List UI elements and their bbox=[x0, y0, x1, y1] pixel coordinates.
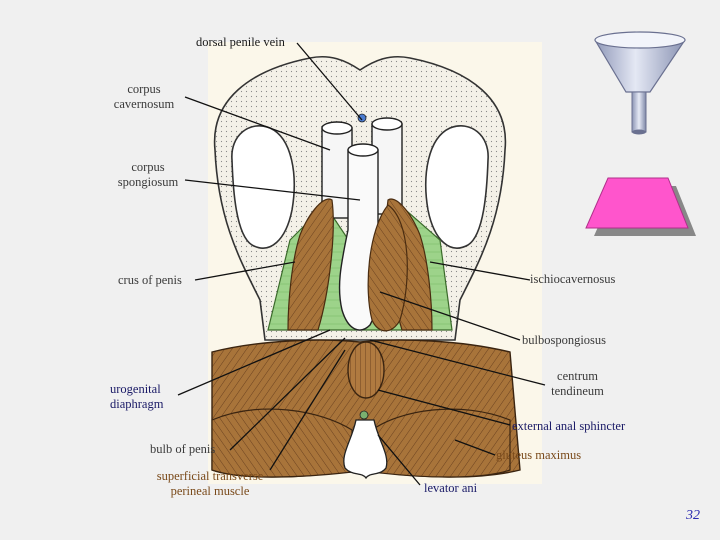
leader-urogenital-diaphragm bbox=[177, 329, 331, 396]
leader-centrum-tendineum bbox=[369, 339, 546, 386]
label-gluteus-maximus: gluteus maximus bbox=[496, 448, 582, 462]
leader-external-anal-sphincter bbox=[377, 389, 511, 426]
label-urogenital-diaphragm: urogenital diaphragm bbox=[110, 382, 164, 411]
anatomy-illustration bbox=[208, 42, 542, 484]
gluteus-maximus-shape bbox=[211, 408, 353, 478]
bulbospongiosus-muscle bbox=[367, 204, 408, 332]
left-obturator-foramen bbox=[231, 125, 295, 249]
label-external-anal-sphincter: external anal sphincter bbox=[512, 419, 626, 433]
leader-crus-of-penis bbox=[194, 261, 296, 281]
leader-bulbospongiosus bbox=[379, 291, 521, 341]
label-ischiocavernosus: ischiocavernosus bbox=[530, 272, 616, 286]
label-corpus-cavernosum: corpus cavernosum bbox=[113, 82, 175, 111]
label-bulbospongiosus: bulbospongiosus bbox=[522, 333, 607, 347]
label-levator-ani: levator ani bbox=[424, 481, 478, 495]
label-bulb-of-penis: bulb of penis bbox=[150, 442, 216, 456]
right-obturator-foramen bbox=[425, 125, 489, 249]
page-number: 32 bbox=[686, 508, 700, 523]
centrum-tendineum-shape bbox=[347, 341, 385, 399]
label-corpus-spongiosum: corpus spongiosum bbox=[117, 160, 179, 189]
label-superficial-transverse-perineal-muscle: superficial transverse perineal muscle bbox=[156, 469, 264, 498]
leader-gluteus-maximus bbox=[454, 439, 496, 456]
leader-superficial-transverse bbox=[269, 349, 346, 471]
leader-bulb-of-penis bbox=[229, 337, 346, 451]
leader-dorsal-penile-vein bbox=[296, 42, 363, 121]
label-centrum-tendineum: centrum tendineum bbox=[551, 369, 604, 398]
corpus-cavernosum-shape bbox=[321, 113, 403, 219]
leader-corpus-spongiosum bbox=[184, 179, 361, 201]
leader-ischiocavernosus bbox=[429, 261, 531, 281]
leader-levator-ani bbox=[377, 434, 421, 486]
trapezoid-shape bbox=[585, 177, 696, 236]
leader-corpus-cavernosum bbox=[184, 96, 331, 151]
left-ischiocavernosus-muscle bbox=[287, 198, 334, 331]
label-dorsal-penile-vein: dorsal penile vein bbox=[196, 35, 285, 49]
funnel-icon bbox=[594, 31, 686, 135]
coccyx-shape bbox=[343, 419, 388, 480]
label-crus-of-penis: crus of penis bbox=[118, 273, 182, 287]
leader-lines bbox=[177, 42, 546, 486]
